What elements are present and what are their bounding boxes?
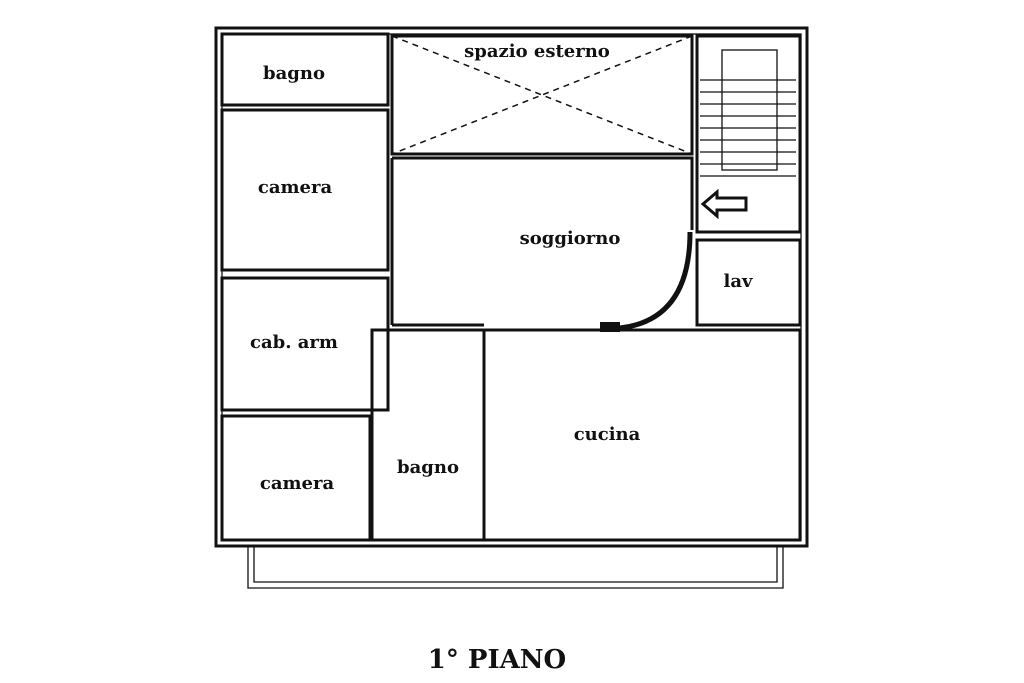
label-bagno-mid: bagno xyxy=(397,457,459,478)
door-arc xyxy=(619,231,693,331)
label-spazio-esterno: spazio esterno xyxy=(464,41,610,62)
label-camera-top: camera xyxy=(258,177,333,198)
arrow-left-icon xyxy=(700,188,748,220)
label-lav: lav xyxy=(724,271,754,292)
label-cucina: cucina xyxy=(574,424,641,445)
stairs xyxy=(700,79,796,177)
balcony xyxy=(247,546,784,589)
label-soggiorno: soggiorno xyxy=(520,228,621,249)
room-camera-top xyxy=(220,108,390,272)
room-lav xyxy=(695,238,802,327)
room-spazio-esterno xyxy=(390,34,694,156)
room-bagno-top xyxy=(220,32,390,107)
room-cucina xyxy=(482,328,802,542)
label-camera-bottom: camera xyxy=(260,473,335,494)
label-bagno-top: bagno xyxy=(263,63,325,84)
room-soggiorno xyxy=(392,156,694,230)
room-cab-arm xyxy=(220,276,390,412)
plan-title: 1° PIANO xyxy=(428,645,566,675)
stairwell xyxy=(695,34,802,234)
room-camera-bottom xyxy=(220,414,372,542)
outer-wall xyxy=(214,26,809,548)
label-cab-arm: cab. arm xyxy=(250,332,338,353)
